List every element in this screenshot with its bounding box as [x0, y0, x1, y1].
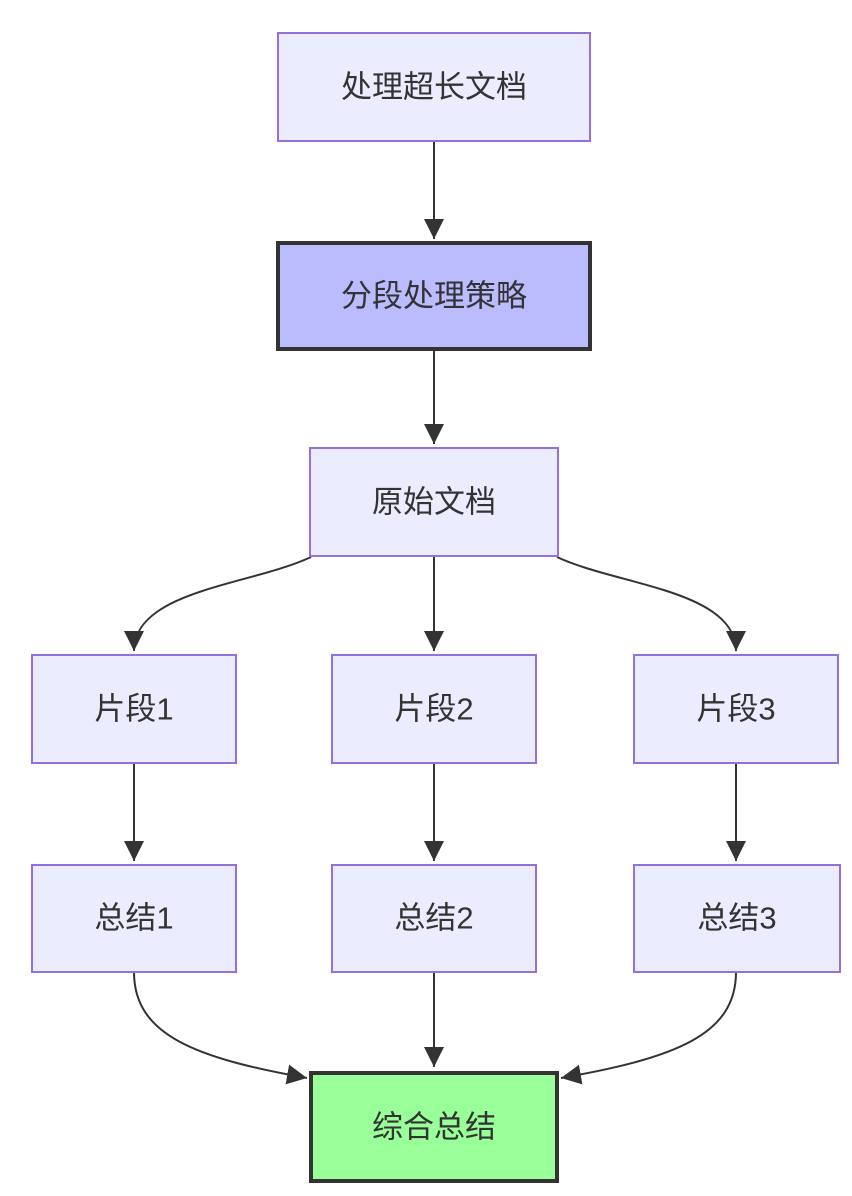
node-box	[31, 654, 237, 764]
node-box	[633, 654, 839, 764]
node-box	[331, 864, 537, 973]
node-box	[277, 32, 591, 142]
edge-I-J	[560, 971, 737, 1085]
node-box	[331, 654, 537, 764]
node-box	[276, 241, 592, 351]
node-fragment-3: 片段3	[633, 654, 839, 764]
node-label: 原始文档	[372, 485, 496, 520]
node-label: 总结2	[394, 901, 473, 936]
edge-G-J	[133, 971, 308, 1085]
edge-C-F	[556, 556, 746, 652]
node-label: 片段2	[394, 692, 473, 727]
node-box	[633, 864, 841, 973]
node-box	[309, 1071, 559, 1183]
node-summary-1: 总结1	[31, 864, 237, 973]
node-original-doc: 原始文档	[309, 447, 559, 557]
node-label: 总结1	[94, 901, 173, 936]
node-process-long-doc: 处理超长文档	[277, 32, 591, 142]
node-label: 总结3	[697, 901, 776, 936]
node-label: 片段1	[94, 692, 173, 727]
node-summary-3: 总结3	[633, 864, 841, 973]
edges-layer	[124, 141, 746, 1085]
nodes-layer: 处理超长文档 分段处理策略 原始文档 片段1 片段2 片段3 总结1	[31, 32, 841, 1183]
node-label: 片段3	[696, 692, 775, 727]
node-label: 处理超长文档	[341, 70, 527, 105]
node-combined-summary: 综合总结	[309, 1071, 559, 1183]
node-fragment-1: 片段1	[31, 654, 237, 764]
node-label: 综合总结	[372, 1110, 496, 1145]
node-box	[31, 864, 237, 973]
node-fragment-2: 片段2	[331, 654, 537, 764]
node-label: 分段处理策略	[341, 279, 527, 314]
node-box	[309, 447, 559, 557]
node-segmentation-strategy: 分段处理策略	[276, 241, 592, 351]
edge-C-D	[124, 556, 312, 652]
node-summary-2: 总结2	[331, 864, 537, 973]
